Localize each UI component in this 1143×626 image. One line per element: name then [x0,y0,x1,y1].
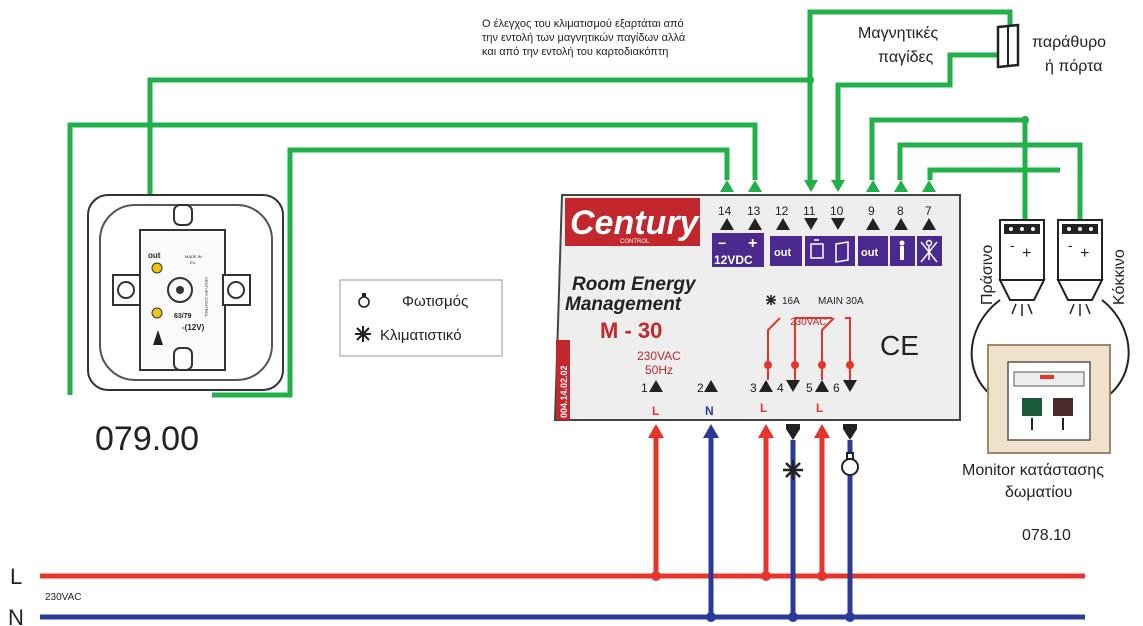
magnetic-traps-line-1: Μαγνητικές [858,25,938,42]
light-bulb-icon [841,452,859,476]
terminal-7: 7 [925,204,932,218]
terminal-3: 3 [750,381,757,395]
terminal-13: 13 [747,204,761,218]
monitor-title-1: Monitor κατάστασης [962,462,1104,479]
controller-supply-2: 50Hz [645,363,673,377]
switch-made-in: MADE IN [185,254,202,259]
relay-contacts [764,317,854,380]
mains-n-label: N [8,605,24,626]
switch-made-in-eu: EU [190,260,196,265]
led-rays [1011,303,1091,316]
mains-voltage: 230VAC [45,592,82,603]
note-line-3: και από την εντολή του καρτοδιακόπτη [482,46,668,58]
terminal-2: 2 [697,381,704,395]
controller-supply-1: 230VAC [637,349,681,363]
legend-aircon: Κλιματιστικό [380,327,462,344]
plus-label: + [748,235,757,252]
window-door-line-1: παράθυρο [1032,34,1106,51]
green-minus: - [1010,237,1015,253]
person-crossed-icon [920,239,938,263]
controller-title-2: Management [565,294,682,315]
mains-l-label: L [10,564,22,589]
card-switch [87,194,284,391]
controller-brand: Century [570,204,701,242]
card-icon [810,239,824,259]
minus-label: − [718,235,726,251]
terminal-9: 9 [868,204,875,218]
controller-model: M - 30 [600,318,662,343]
switch-out-label: out [148,251,161,260]
terminal-12: 12 [775,204,789,218]
light-bulb-icon [358,293,370,308]
terminal-6: 6 [833,381,840,395]
vdc-label: 12VDC [714,253,753,267]
junction-dots [651,571,855,622]
controller-fuse-16a: 16A [782,296,800,307]
controller-body [553,194,961,421]
top-terminal-arrows [720,180,936,230]
wire-arrowheads [648,424,857,440]
window-door-line-2: ή πόρτα [1045,58,1103,75]
green-plus: + [1022,245,1031,262]
green-wires [67,9,1083,398]
terminal-2-sub: N [705,404,714,418]
snowflake-icon [355,326,371,342]
led-connectors [998,219,1104,301]
red-label: Κόκκινο [1111,249,1128,305]
monitor-model: 078.10 [1022,527,1071,544]
terminal-5: 5 [806,381,813,395]
red-plus: + [1080,245,1089,262]
switch-code: 63/79 [174,313,192,320]
legend-box [339,279,503,357]
terminal-1: 1 [641,381,648,395]
terminal-8: 8 [897,204,904,218]
red-minus: - [1068,237,1073,253]
mains-wires [40,432,1085,620]
terminal-10: 10 [830,204,844,218]
window-icon [996,23,1020,69]
switch-voltage: -(12V) [182,323,205,332]
controller-relay-voltage: 230VAC [790,317,827,328]
green-label: Πράσινο [979,245,996,305]
monitor-title-2: δωματίου [1005,484,1072,501]
controller-ce-mark: CE [880,330,919,361]
terminal-11: 11 [803,204,816,218]
terminal-1-sub: L [652,404,659,418]
bottom-terminal-sublabels: L N L L [652,401,823,418]
bottom-terminal-arrows [649,380,857,392]
person-icon [899,240,905,260]
bottom-terminal-numbers: 1 2 3 4 5 6 [641,381,840,395]
terminal-14: 14 [718,204,732,218]
controller-brand-sub: CONTROL [620,239,650,245]
controller-serial: 004.14.02.02 [559,365,569,418]
terminal-3-sub: L [760,401,767,415]
note-line-2: την εντολή των μαγνητικών παγίδων αλλά [482,32,686,44]
terminal-4: 4 [777,381,784,395]
top-terminal-numbers: 14 13 12 11 10 9 8 7 [718,204,932,218]
window-icon [835,241,849,263]
terminal-5-sub: L [816,401,823,415]
out-label-1: out [774,247,791,259]
magnetic-traps-line-2: παγίδες [878,49,934,66]
out-label-2: out [861,247,878,259]
legend-lighting: Φωτισμός [402,293,468,310]
controller-main-30a: MAIN 30A [818,296,864,307]
note-line-1: Ο έλεγχος του κλιματισμού εξαρτάται από [482,18,684,30]
snowflake-icon [783,460,803,480]
snowflake-icon [766,295,776,305]
switch-brand-vertical: CENTURY CONTROL [204,277,209,318]
switch-model: 079.00 [95,420,199,458]
room-monitor-device [987,344,1111,454]
controller-title-1: Room Energy [572,274,697,295]
